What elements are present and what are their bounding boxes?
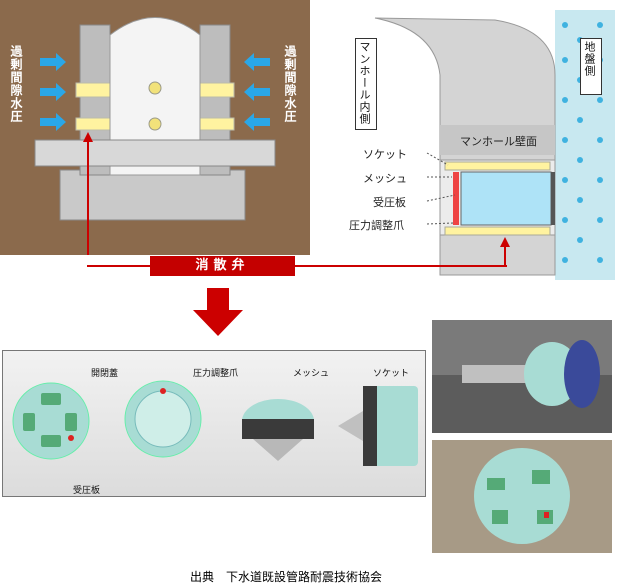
valve-name-badge: 消散弁 — [150, 256, 295, 276]
socket-top — [444, 161, 551, 171]
down-arrow-icon — [193, 288, 243, 336]
valve-detail-diagram: マンホール内側 地盤側 マンホール壁面 ソケット メッシュ 受圧板 圧力調整爪 — [315, 0, 615, 280]
socket-label: ソケット — [363, 148, 407, 161]
valve-dot — [148, 81, 162, 95]
source-caption: 出典 下水道既設管路耐震技術協会 — [190, 570, 383, 584]
manhole-cross-section-diagram: 過剰間隙水圧 過剰間隙水圧 — [0, 0, 310, 255]
red-connector-line — [87, 265, 507, 267]
ground-side-box: 地盤側 — [580, 38, 602, 95]
pressure-plate — [453, 172, 459, 225]
manhole-inner — [109, 17, 201, 176]
base-slab — [59, 169, 246, 221]
wall-face — [440, 125, 555, 155]
cover-label: 開閉蓋 — [91, 369, 119, 379]
pressure-plate-label: 受圧板 — [373, 196, 406, 209]
joint-band — [75, 117, 115, 131]
mesh — [551, 172, 555, 225]
plate-label: 受圧板 — [73, 486, 101, 496]
joint-band — [75, 82, 115, 98]
pressure-arrows-left — [40, 53, 66, 131]
product-parts-svg — [12, 380, 418, 466]
mesh-bottom-label: メッシュ — [293, 369, 330, 379]
valve-detail-svg — [374, 10, 615, 280]
inner-side-box: マンホール内側 — [355, 38, 377, 130]
water-chamber — [460, 171, 552, 226]
mesh-label: メッシュ — [363, 172, 407, 185]
pressure-label-right: 過剰間隙水圧 — [283, 45, 297, 123]
pressure-arrows-right — [244, 53, 270, 131]
joint-band — [195, 117, 235, 131]
joint-band — [195, 82, 235, 98]
ground-side-label: 地盤側 — [583, 41, 596, 77]
socket-bottom-label: ソケット — [373, 369, 410, 379]
manhole-cross-section-svg — [0, 0, 310, 255]
pressure-claw-label: 圧力調整爪 — [349, 219, 404, 232]
cover-photo — [432, 440, 612, 553]
inner-side-label: マンホール内側 — [358, 41, 371, 125]
valve-socket — [373, 386, 418, 466]
valve-dot — [148, 117, 162, 131]
socket-bottom — [444, 226, 551, 236]
claw-label: 圧力調整爪 — [193, 369, 239, 379]
product-photo-panel: 開閉蓋 圧力調整爪 メッシュ ソケット 受圧板 — [2, 350, 426, 497]
wall-face-label: マンホール壁面 — [460, 135, 537, 148]
valve-name-label: 消散弁 — [195, 258, 250, 273]
pressure-label-left: 過剰間隙水圧 — [9, 45, 23, 123]
installed-photo — [432, 320, 612, 433]
sewer-pipe — [34, 139, 276, 167]
